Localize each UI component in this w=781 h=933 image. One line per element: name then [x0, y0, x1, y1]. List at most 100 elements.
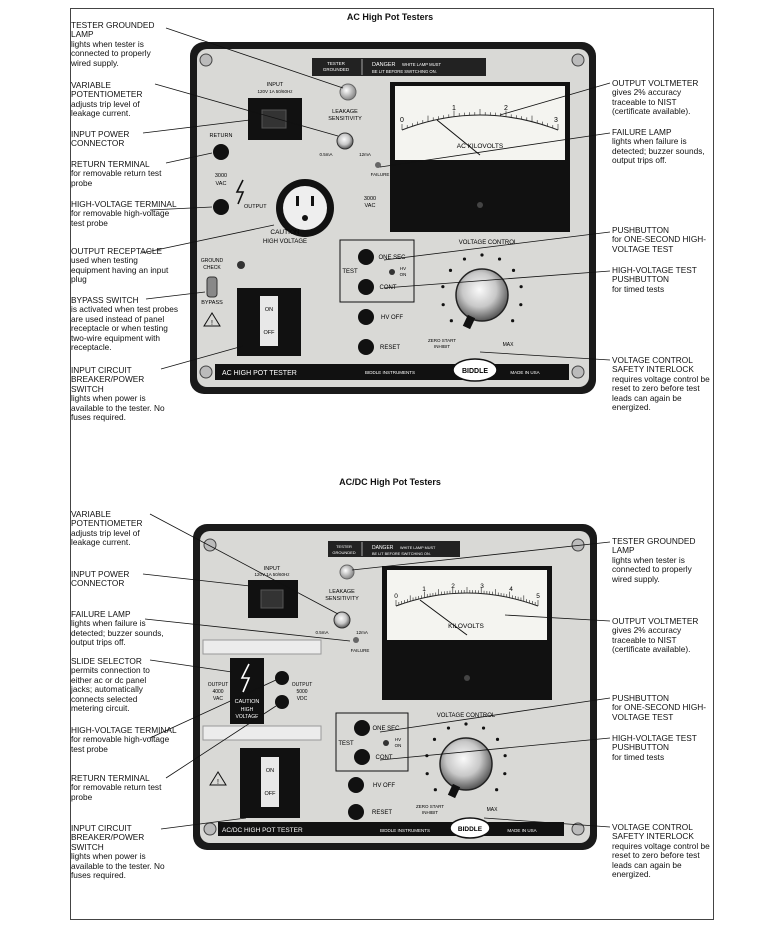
- top-hv-on-lamp: [389, 269, 395, 275]
- top-meter-zero-screw[interactable]: [477, 202, 483, 208]
- top-tester-grounded-l1: TESTER: [327, 61, 346, 66]
- bottom-meter-unit: KILOVOLTS: [448, 623, 484, 630]
- bottom-made-in: MADE IN USA: [507, 828, 536, 833]
- top-meter-1: 1: [452, 105, 456, 112]
- bottom-meter-2: 2: [451, 583, 455, 590]
- top-return-label: RETURN: [210, 133, 233, 139]
- bottom-hv-terminal[interactable]: [275, 671, 289, 685]
- top-meter-needle: [436, 119, 481, 156]
- dial-dot: [462, 257, 467, 261]
- dial-dot: [519, 303, 523, 307]
- top-one-sec-button[interactable]: [358, 249, 374, 265]
- bottom-one-sec-button[interactable]: [354, 720, 370, 736]
- top-ground-check-lamp: [237, 261, 245, 269]
- bottom-test-box: [335, 712, 409, 772]
- top-danger-l1: WHITE LAMP MUST: [402, 62, 441, 67]
- top-hv-off-button[interactable]: [358, 309, 374, 325]
- dial-dot: [481, 726, 486, 730]
- top-meter-0: 0: [400, 117, 404, 124]
- bottom-voltmeter-face: [387, 570, 547, 640]
- top-meter-unit: AC KILOVOLTS: [457, 143, 504, 150]
- top-reset-label: RESET: [380, 345, 400, 351]
- callout-input-power-b: INPUT POWER CONNECTOR: [71, 569, 130, 589]
- bottom-reset-button[interactable]: [348, 804, 364, 820]
- top-panel: TESTER GROUNDED DANGER WHITE LAMP MUST B…: [190, 42, 596, 394]
- bottom-pot-high: 12mA: [356, 630, 368, 635]
- bottom-caution: CAUTION: [235, 699, 260, 705]
- top-return-terminal[interactable]: [213, 144, 229, 160]
- top-bypass-switch[interactable]: [206, 276, 218, 298]
- bottom-danger-word: DANGER: [372, 545, 394, 551]
- dial-dot: [495, 737, 500, 741]
- bottom-output-ac-l1: OUTPUT: [208, 682, 229, 688]
- bottom-leakage-pot[interactable]: [333, 611, 351, 629]
- dial-dot: [441, 285, 445, 289]
- bottom-meter-needle: [419, 599, 468, 636]
- top-leakage-l1: LEAKAGE: [332, 109, 358, 115]
- bottom-warning-plate: [328, 541, 460, 557]
- top-test-box: [339, 239, 415, 303]
- dial-dot: [441, 303, 445, 307]
- dial-dot: [433, 788, 437, 792]
- dial-dot: [519, 285, 523, 289]
- bottom-danger-l1: WHITE LAMP MUST: [400, 546, 436, 550]
- bottom-failure-label: FAILURE: [351, 648, 370, 653]
- top-hv-terminal[interactable]: [213, 199, 229, 215]
- bottom-meter-1: 1: [422, 586, 426, 593]
- top-caution: CAUTION: [270, 229, 300, 236]
- bottom-zero-start-l1: ZERO START: [416, 804, 444, 809]
- top-input-rating: 120V 1A 50/60Hz: [257, 89, 293, 94]
- top-voltage-knob[interactable]: [455, 268, 509, 322]
- dial-dot: [495, 788, 499, 792]
- callout-input-power: INPUT POWER CONNECTOR: [71, 129, 130, 149]
- top-ground-check-l2: CHECK: [203, 265, 221, 271]
- bottom-test-label: TEST: [338, 741, 354, 747]
- bottom-zero-start-l2: INHIBIT: [422, 810, 438, 815]
- top-rec-vac-l1: 3000: [364, 196, 376, 202]
- top-lightning-icon: [235, 179, 245, 205]
- top-output-label: OUTPUT: [244, 204, 267, 210]
- bottom-one-sec-label: ONE SEC: [372, 726, 400, 732]
- top-pot-high: 12mA: [359, 152, 371, 157]
- top-leakage-pot[interactable]: [336, 132, 354, 150]
- top-made-in: MADE IN USA: [510, 370, 539, 375]
- bottom-hv-off-button[interactable]: [348, 777, 364, 793]
- dial-dot: [503, 772, 507, 776]
- bottom-cont-button[interactable]: [354, 749, 370, 765]
- top-breaker-off: OFF: [264, 330, 276, 336]
- bottom-hv-on-lamp: [383, 740, 389, 746]
- top-cont-button[interactable]: [358, 279, 374, 295]
- bottom-leaders: [142, 513, 611, 830]
- bottom-nameplate-text: AC/DC HIGH POT TESTER: [222, 827, 303, 834]
- bottom-meter-0: 0: [394, 593, 398, 600]
- top-one-sec-label: ONE SEC: [378, 255, 406, 261]
- page-frame: [70, 8, 714, 920]
- top-leaders: [141, 27, 611, 370]
- dial-dot: [480, 253, 484, 257]
- bottom-failure-lamp: [353, 637, 359, 643]
- bottom-output-dc-l2: 5000: [296, 689, 307, 695]
- bottom-maker: BIDDLE INSTRUMENTS: [380, 828, 430, 833]
- bottom-voltage-knob[interactable]: [439, 737, 493, 791]
- top-input-label: INPUT: [267, 82, 284, 88]
- bottom-meter-zero-screw[interactable]: [464, 675, 470, 681]
- svg-text:!: !: [211, 320, 213, 327]
- top-reset-button[interactable]: [358, 339, 374, 355]
- bottom-screws: [203, 538, 585, 836]
- bottom-logo: [449, 817, 491, 839]
- bottom-section-title: AC/DC High Pot Testers: [339, 477, 441, 487]
- top-nameplate-text: AC HIGH POT TESTER: [222, 370, 297, 377]
- bottom-meter-3: 3: [480, 583, 484, 590]
- top-ground-check-l1: GROUND: [201, 258, 224, 264]
- bottom-return-terminal[interactable]: [275, 695, 289, 709]
- top-danger-word: DANGER: [372, 62, 396, 68]
- top-logo-text: BIDDLE: [462, 368, 488, 375]
